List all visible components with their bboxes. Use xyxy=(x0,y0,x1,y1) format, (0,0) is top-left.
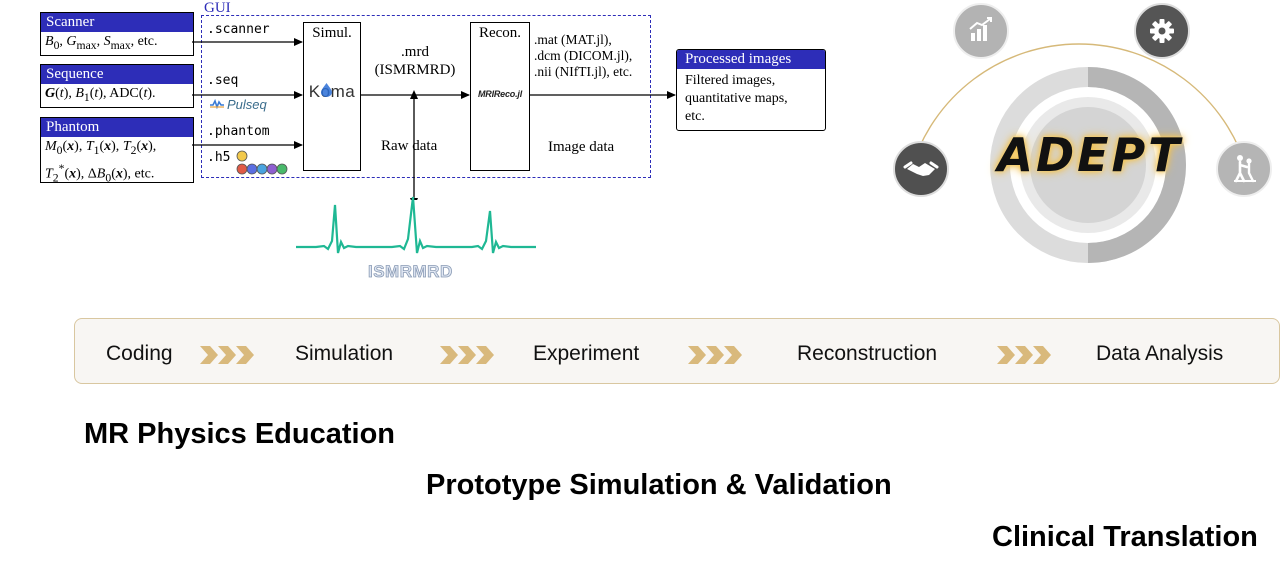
sequence-params: G(t), B1(t), ADC(t). xyxy=(45,86,156,104)
processed-body-line1: Filtered images, xyxy=(685,73,776,88)
reconstruction-title: Recon. xyxy=(478,25,522,41)
gui-label: GUI xyxy=(204,0,231,16)
stage-coding: Coding xyxy=(106,342,173,365)
format-scanner: .scanner xyxy=(207,22,270,37)
chevron-right-icon xyxy=(440,346,494,364)
adept-rings xyxy=(910,43,1248,263)
adept-logo-text: ADEPT xyxy=(997,128,1183,182)
mrireco-logo: MRIReco.jl xyxy=(471,84,529,102)
ismrmrd-logo: ISMRMRD xyxy=(368,262,453,282)
processed-body-line2: quantitative maps, xyxy=(685,91,788,106)
application-prototype: Prototype Simulation & Validation xyxy=(426,469,892,501)
phantom-params: M0(x), T1(x), T2(x),T2*(x), ΔB0(x), etc. xyxy=(45,139,157,185)
processed-images-box: Processed images Filtered images, quanti… xyxy=(676,49,826,131)
stage-reconstruction: Reconstruction xyxy=(797,342,938,365)
chevron-right-icon xyxy=(200,346,254,364)
scanner-params: B0, Gmax, Smax, etc. xyxy=(45,34,158,52)
pulseq-logo-text: Pulseq xyxy=(227,96,267,112)
simulator-box: Simul. xyxy=(303,22,361,171)
application-education: MR Physics Education xyxy=(84,418,396,450)
hdf5-logo-icon xyxy=(234,150,292,181)
gui-frame xyxy=(201,15,651,178)
simulator-title: Simul. xyxy=(312,25,352,41)
workflow-arrows xyxy=(192,38,676,200)
raw-data-label: Raw data xyxy=(381,138,438,154)
gear-icon xyxy=(1134,3,1190,59)
mrd-format-label: .mrd (ISMRMRD) xyxy=(360,43,470,79)
ismrmrd-logo-text: ISMRMRD xyxy=(368,262,453,282)
processed-body-line3: etc. xyxy=(685,109,705,124)
scanner-title: Scanner xyxy=(41,13,193,32)
output-format-mat: .mat (MAT.jl), xyxy=(534,32,612,47)
helping-person-icon xyxy=(1216,141,1272,197)
stage-simulation: Simulation xyxy=(295,342,394,365)
reconstruction-box: Recon. xyxy=(470,22,530,171)
handshake-icon xyxy=(893,141,949,197)
application-clinical: Clinical Translation xyxy=(992,521,1258,553)
output-format-nii: .nii (NIfTI.jl), etc. xyxy=(534,64,633,79)
output-format-dcm: .dcm (DICOM.jl), xyxy=(534,48,633,63)
format-phantom: .phantom xyxy=(207,124,270,139)
mrireco-logo-text: MRIReco.jl xyxy=(477,89,522,99)
mrd-format-line1: .mrd xyxy=(401,44,429,60)
processed-images-title: Processed images xyxy=(677,50,825,69)
pipeline-bar xyxy=(74,318,1280,384)
ismrmrd-signal-icon xyxy=(296,196,536,254)
format-seq: .seq xyxy=(207,73,239,88)
pulseq-wave-icon xyxy=(210,99,224,109)
adept-logo: ADEPT xyxy=(960,128,1220,182)
image-data-label: Image data xyxy=(548,139,615,155)
phantom-box: Phantom M0(x), T1(x), T2(x),T2*(x), ΔB0(… xyxy=(40,117,194,184)
chevron-right-icon xyxy=(997,346,1051,364)
pulseq-logo: Pulseq xyxy=(210,96,267,112)
phantom-title: Phantom xyxy=(41,118,193,137)
koma-drop-icon xyxy=(321,83,332,102)
stage-experiment: Experiment xyxy=(533,342,640,365)
output-format-list: .mat (MAT.jl), .dcm (DICOM.jl), .nii (NI… xyxy=(534,32,632,80)
sequence-box: Sequence G(t), B1(t), ADC(t). xyxy=(40,64,194,108)
processed-images-body: Filtered images, quantitative maps, etc. xyxy=(677,69,825,129)
chevron-right-icon xyxy=(688,346,742,364)
format-h5: .h5 xyxy=(207,150,231,165)
mrd-format-line2: (ISMRMRD) xyxy=(374,62,456,78)
scanner-box: Scanner B0, Gmax, Smax, etc. xyxy=(40,12,194,56)
sequence-title: Sequence xyxy=(41,65,193,84)
chart-icon xyxy=(953,3,1009,59)
stage-data-analysis: Data Analysis xyxy=(1096,342,1224,365)
